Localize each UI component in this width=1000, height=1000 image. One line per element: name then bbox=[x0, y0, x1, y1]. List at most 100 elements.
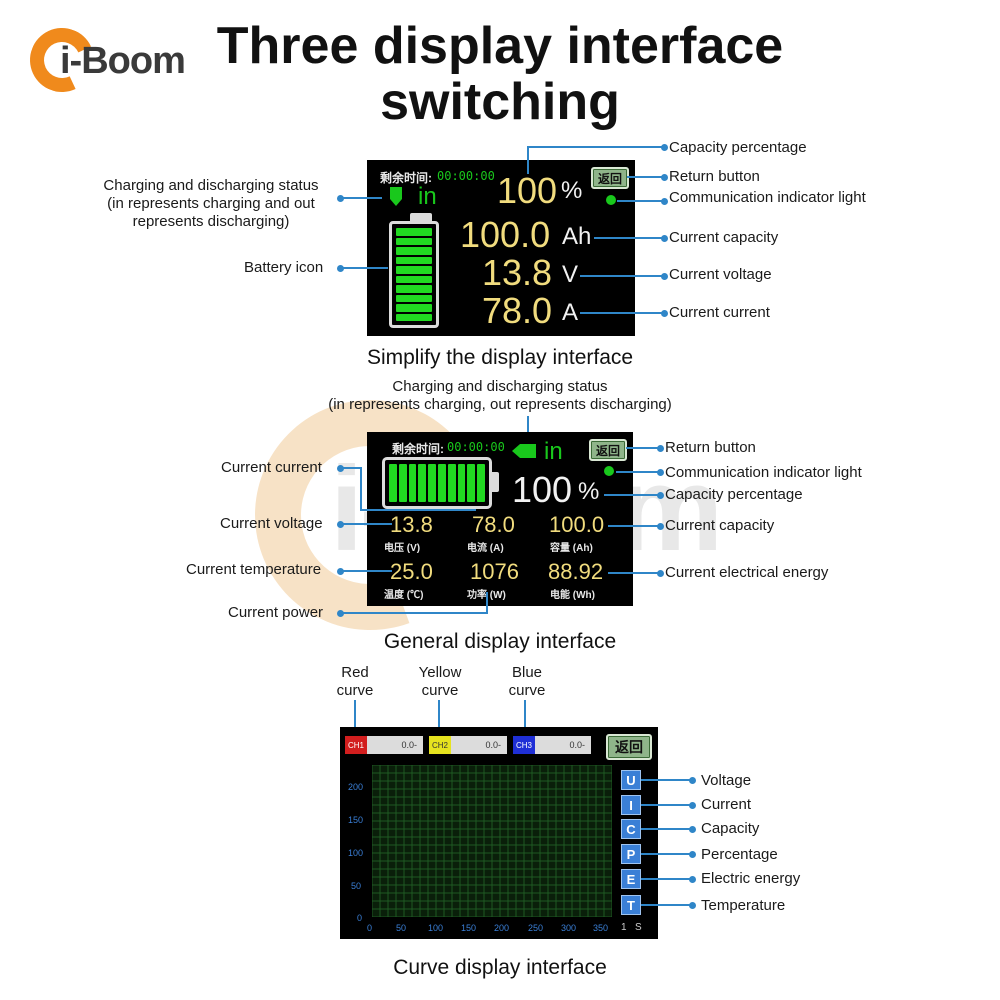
ann-general-percent: Capacity percentage bbox=[665, 486, 803, 503]
general-voltage-value: 13.8 bbox=[390, 512, 433, 537]
leader-dot bbox=[657, 469, 664, 476]
leader-line bbox=[627, 176, 664, 178]
ann-general-capacity: Current capacity bbox=[665, 517, 775, 534]
battery-cap bbox=[492, 472, 499, 492]
x-tick: 250 bbox=[528, 923, 544, 933]
leader-line bbox=[617, 200, 664, 202]
battery-cell bbox=[396, 304, 432, 312]
leader-line bbox=[354, 700, 356, 740]
general-energy-label: 电能 (Wh) bbox=[550, 590, 595, 601]
ann-general-voltage: Current voltage bbox=[220, 515, 323, 532]
leader-dot bbox=[661, 273, 668, 280]
y-tick: 150 bbox=[348, 815, 364, 825]
simple-current-unit: A bbox=[562, 299, 579, 326]
simple-return-button[interactable]: 返回 bbox=[591, 167, 629, 189]
page-title-line2: switching bbox=[380, 73, 620, 131]
ann-blue-curve: Blue curve bbox=[508, 664, 546, 699]
general-capacity-label: 容量 (Ah) bbox=[550, 543, 593, 554]
channel-3-tag: CH3 bbox=[513, 736, 535, 754]
temperature-button[interactable]: T bbox=[621, 895, 641, 915]
ann-general-energy: Current electrical energy bbox=[665, 564, 829, 581]
y-tick: 200 bbox=[348, 782, 364, 792]
leader-dot bbox=[657, 570, 664, 577]
ann-general-temperature: Current temperature bbox=[186, 561, 322, 578]
general-comm-light bbox=[604, 466, 614, 476]
ann-comm-light: Communication indicator light bbox=[669, 189, 866, 206]
battery-cell bbox=[396, 313, 432, 321]
leader-line bbox=[340, 197, 382, 199]
current-button[interactable]: I bbox=[621, 795, 641, 815]
x-tick: 0 bbox=[367, 923, 373, 933]
channel-1-tag: CH1 bbox=[345, 736, 367, 754]
leader-line bbox=[641, 779, 691, 781]
general-battery-icon bbox=[382, 457, 492, 509]
voltage-button[interactable]: U bbox=[621, 770, 641, 790]
leader-line bbox=[486, 592, 488, 614]
battery-cap bbox=[410, 213, 432, 223]
general-temperature-value: 25.0 bbox=[390, 559, 433, 584]
general-voltage-label: 电压 (V) bbox=[384, 543, 421, 554]
page-title-line1: Three display interface bbox=[216, 17, 784, 75]
ann-return-button: Return button bbox=[669, 168, 760, 185]
x-tick: 200 bbox=[494, 923, 510, 933]
leader-line bbox=[641, 828, 691, 830]
ann-battery-icon: Battery icon bbox=[244, 259, 324, 276]
ann-general-status: Charging and discharging status (in repr… bbox=[328, 378, 672, 413]
ann-general-current: Current current bbox=[221, 459, 322, 476]
battery-cell bbox=[389, 464, 397, 502]
battery-cell bbox=[396, 285, 432, 293]
leader-line bbox=[580, 312, 664, 314]
leader-line bbox=[524, 700, 526, 740]
ann-percentage: Percentage bbox=[701, 846, 778, 863]
x-unit: S bbox=[635, 922, 642, 933]
leader-dot bbox=[657, 445, 664, 452]
battery-cell bbox=[477, 464, 485, 502]
leader-line bbox=[641, 853, 691, 855]
battery-cell bbox=[457, 464, 466, 502]
channel-2-box: CH2 0.0- bbox=[429, 736, 507, 754]
battery-cell bbox=[428, 464, 436, 502]
leader-line bbox=[360, 467, 362, 511]
y-tick: 0 bbox=[357, 913, 363, 923]
battery-cell bbox=[396, 247, 432, 255]
simple-timer: 00:00:00 bbox=[437, 169, 495, 183]
battery-cell bbox=[396, 256, 432, 264]
simple-voltage-unit: V bbox=[562, 261, 579, 288]
leader-line bbox=[340, 267, 388, 269]
simple-comm-light bbox=[606, 195, 616, 205]
ann-general-comm: Communication indicator light bbox=[665, 464, 862, 481]
general-percent-unit: % bbox=[578, 478, 600, 505]
simple-voltage-value: 13.8 bbox=[482, 252, 553, 293]
battery-cell bbox=[396, 294, 432, 302]
general-timer: 00:00:00 bbox=[447, 440, 505, 454]
percentage-button[interactable]: P bbox=[621, 844, 641, 864]
leader-line bbox=[340, 570, 392, 572]
battery-cell bbox=[447, 464, 456, 502]
leader-line bbox=[580, 275, 664, 277]
x-tick: 100 bbox=[428, 923, 444, 933]
leader-line bbox=[594, 237, 664, 239]
simple-caption: Simplify the display interface bbox=[366, 346, 634, 369]
leader-dot bbox=[689, 802, 696, 809]
general-return-button[interactable]: 返回 bbox=[589, 439, 627, 461]
general-current-value: 78.0 bbox=[472, 512, 515, 537]
ann-current-voltage: Current voltage bbox=[669, 266, 772, 283]
simple-percent-value: 100 bbox=[497, 170, 558, 211]
leader-line bbox=[626, 447, 659, 449]
x-tick: 300 bbox=[561, 923, 577, 933]
battery-cell bbox=[408, 464, 417, 502]
ann-status: Charging and discharging status (in repr… bbox=[103, 177, 319, 230]
leader-dot bbox=[689, 851, 696, 858]
capacity-button[interactable]: C bbox=[621, 819, 641, 839]
ann-current: Current bbox=[701, 796, 752, 813]
general-percent-value: 100 bbox=[512, 469, 573, 510]
general-current-label: 电流 (A) bbox=[467, 543, 504, 554]
leader-dot bbox=[689, 777, 696, 784]
energy-button[interactable]: E bbox=[621, 869, 641, 889]
ann-general-power: Current power bbox=[228, 604, 324, 621]
curve-return-button[interactable]: 返回 bbox=[606, 734, 652, 760]
battery-cell bbox=[396, 266, 432, 274]
leader-line bbox=[527, 146, 529, 174]
general-power-value: 1076 bbox=[470, 559, 519, 584]
simple-capacity-unit: Ah bbox=[562, 223, 592, 250]
